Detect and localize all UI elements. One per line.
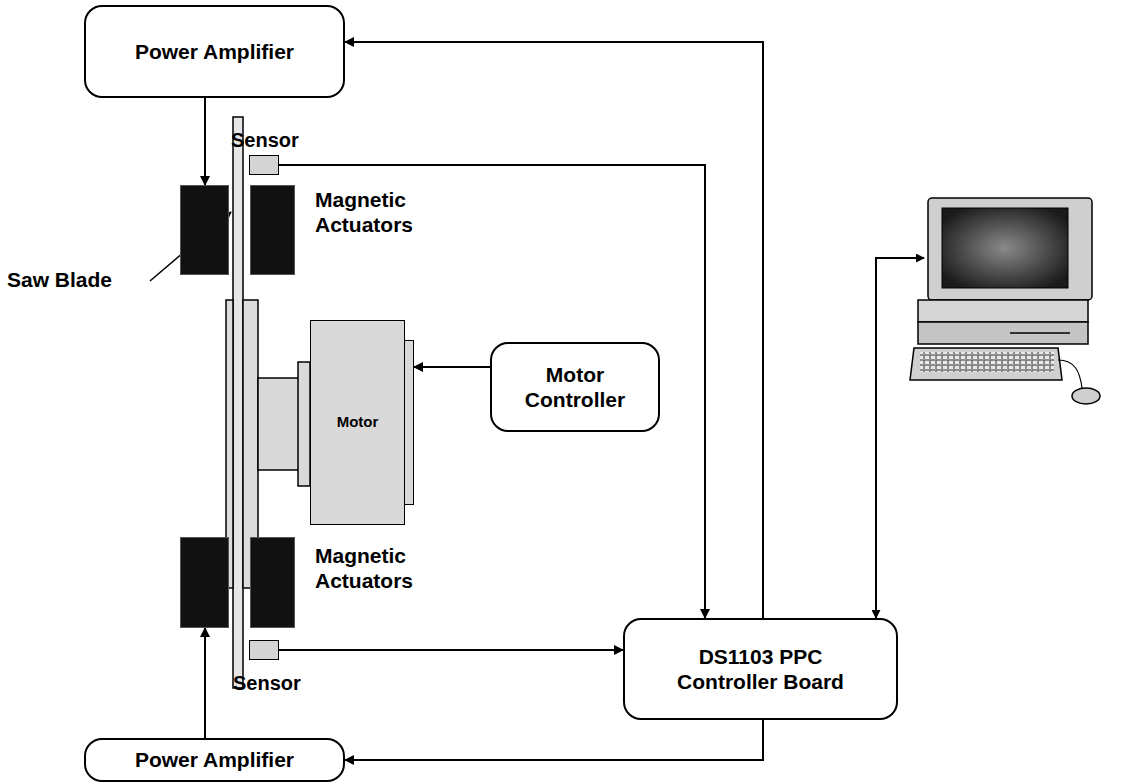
signal-arrow [204, 628, 206, 738]
node-label: Magnetic Actuators [315, 187, 427, 237]
signal-arrow [279, 649, 623, 651]
node-label: Magnetic Actuators [315, 543, 427, 593]
node-label: Power Amplifier [135, 747, 294, 772]
node-label: Power Amplifier [135, 39, 294, 64]
signal-arrow [414, 366, 490, 368]
actuator-core [180, 537, 229, 628]
motor-collar [298, 362, 310, 486]
sensor: Sensor [249, 640, 279, 660]
signal-arrow [345, 720, 763, 760]
signal-arrow [345, 42, 763, 618]
sensor: Sensor [249, 155, 279, 175]
part-label: Saw Blade [7, 268, 112, 292]
computer-icon [910, 198, 1100, 404]
node-label: Motor [310, 413, 405, 431]
signal-arrow [204, 98, 206, 185]
node-label: Sensor [233, 671, 261, 695]
data-link [876, 258, 924, 618]
node-label: Sensor [231, 128, 259, 152]
node-label: Motor Controller [500, 362, 650, 412]
amplifier-box: Power Amplifier [84, 738, 345, 782]
controller-box: Motor Controller [490, 342, 660, 432]
signal-arrow [279, 165, 705, 618]
node-label: DS1103 PPC Controller Board [668, 644, 853, 694]
actuator-core [250, 185, 295, 275]
magnetic-actuator: Magnetic Actuators [180, 185, 295, 275]
saw-blade [233, 117, 243, 688]
controller-board: DS1103 PPC Controller Board [623, 618, 898, 720]
amplifier-box: Power Amplifier [84, 5, 345, 98]
motor: Motor [310, 320, 414, 525]
motor-endcap [404, 340, 414, 505]
actuator-core [250, 537, 295, 628]
magnetic-actuator: Magnetic Actuators [180, 537, 295, 628]
actuator-core [180, 185, 229, 275]
